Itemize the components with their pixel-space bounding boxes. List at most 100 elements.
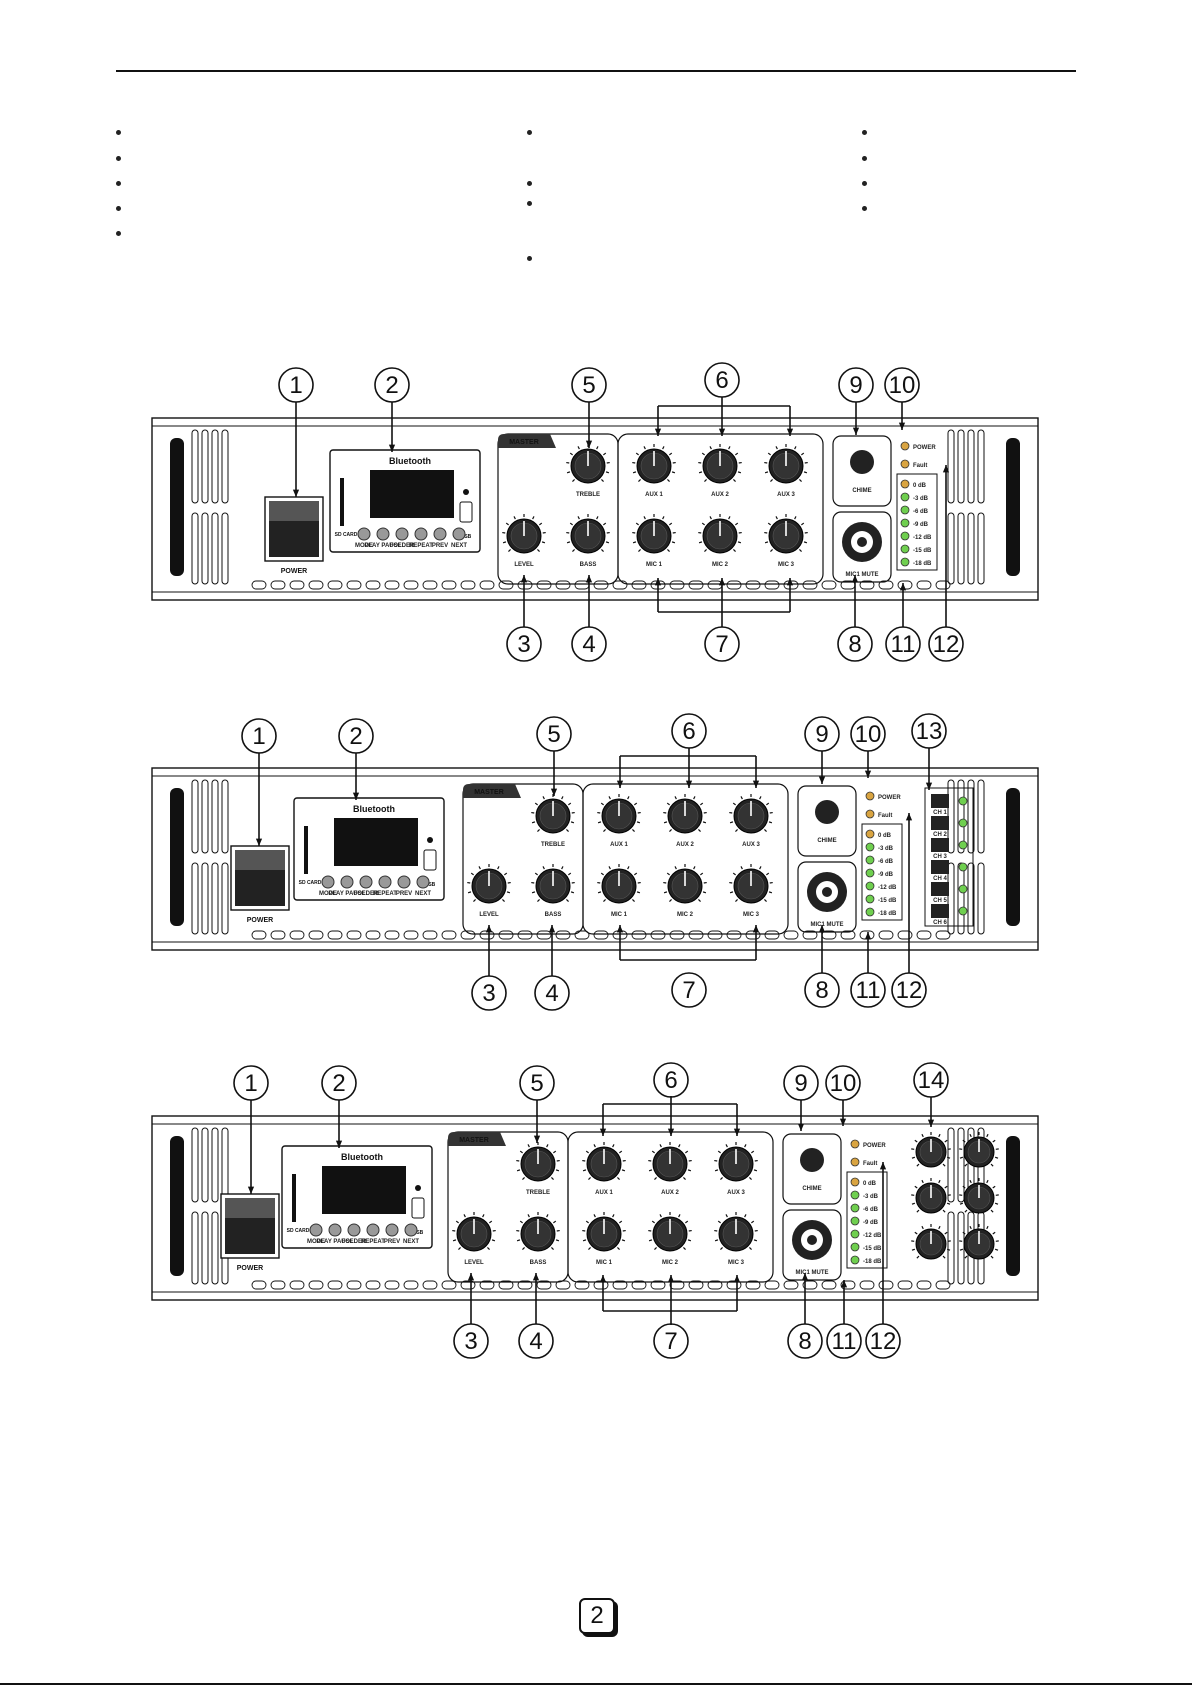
mic-label-3: MIC 3 — [743, 912, 760, 918]
aux-label-2: AUX 2 — [661, 1190, 679, 1196]
meter-led-1 — [865, 829, 875, 839]
svg-text:11: 11 — [832, 1328, 857, 1355]
bullet-4 — [116, 206, 121, 211]
meter-label-7: -18 dB — [863, 1259, 882, 1265]
level-label: LEVEL — [514, 562, 534, 568]
meter-label-6: -15 dB — [863, 1246, 882, 1252]
svg-text:5: 5 — [547, 721, 560, 748]
meter-led-1 — [900, 479, 910, 489]
left-handle — [170, 438, 184, 576]
aux-knob-3 — [729, 794, 773, 834]
bullet-13 — [862, 206, 867, 211]
meter-label-3: -6 dB — [913, 509, 929, 515]
svg-text:4: 4 — [545, 980, 558, 1007]
mic-label-2: MIC 2 — [662, 1260, 679, 1266]
display-screen — [334, 818, 418, 866]
callout-1: 1 — [233, 1065, 269, 1101]
ir-sensor — [427, 837, 433, 843]
transport-button-4 — [378, 875, 392, 889]
transport-label-1: MODE — [307, 1239, 325, 1245]
svg-text:7: 7 — [664, 1328, 677, 1355]
fault-led — [900, 459, 910, 469]
aux-label-1: AUX 1 — [645, 492, 663, 498]
aux-knob-2 — [648, 1142, 692, 1182]
meter-label-2: -3 dB — [913, 496, 929, 502]
zone-knob-6 — [959, 1224, 999, 1260]
transport-button-4 — [414, 527, 428, 541]
mic-knob-3 — [729, 864, 773, 904]
meter-led-6 — [900, 544, 910, 554]
meter-led-2 — [850, 1190, 860, 1200]
ir-sensor — [415, 1185, 421, 1191]
transport-label-2: PLAY PAUSE — [328, 891, 365, 897]
usb-label: USB — [425, 882, 436, 888]
bass-knob — [566, 514, 610, 554]
channel-button-6 — [931, 904, 949, 918]
callout-6: 6 — [704, 362, 740, 398]
level-meter: 0 dB-3 dB-6 dB-9 dB-12 dB-15 dB-18 dB — [861, 823, 903, 921]
channel-led-6 — [958, 906, 968, 916]
mic-knob-2 — [663, 864, 707, 904]
callout-7: 7 — [704, 626, 740, 662]
transport-label-3: FOLDER — [342, 1239, 367, 1245]
callout-11: 11 — [885, 626, 921, 662]
aux-knob-1 — [632, 444, 676, 484]
meter-led-1 — [850, 1177, 860, 1187]
bullet-1 — [116, 130, 121, 135]
transport-label-1: MODE — [355, 543, 373, 549]
mic-knob-2 — [698, 514, 742, 554]
svg-text:12: 12 — [870, 1328, 897, 1355]
meter-led-2 — [900, 492, 910, 502]
fault-led-label: Fault — [913, 463, 927, 469]
transport-button-2 — [376, 527, 390, 541]
chime-label: CHIME — [817, 838, 836, 844]
bluetooth-label: Bluetooth — [341, 1152, 383, 1162]
bullet-8 — [527, 201, 532, 206]
callout-2: 2 — [338, 718, 374, 754]
zone-knob-2 — [959, 1132, 999, 1168]
bluetooth-label: Bluetooth — [353, 804, 395, 814]
callout-4: 4 — [571, 626, 607, 662]
transport-label-6: NEXT — [403, 1239, 419, 1245]
aux-knob-1 — [582, 1142, 626, 1182]
bass-knob — [531, 864, 575, 904]
ir-sensor — [463, 489, 469, 495]
power-led — [850, 1139, 860, 1149]
mic-input-section: MIC1 MUTE — [797, 861, 857, 933]
fault-led-label: Fault — [878, 813, 892, 819]
left-handle — [170, 788, 184, 926]
bottom-slot-row — [251, 930, 951, 940]
mic-knob-2 — [648, 1212, 692, 1252]
callout-11: 11 — [850, 972, 886, 1008]
sd-card-slot — [340, 478, 344, 526]
treble-knob — [531, 794, 575, 834]
bass-label: BASS — [545, 912, 562, 918]
aux-label-1: AUX 1 — [595, 1190, 613, 1196]
meter-label-5: -12 dB — [863, 1233, 882, 1239]
left-vents — [191, 429, 229, 585]
meter-label-7: -18 dB — [878, 911, 897, 917]
power-switch: POWER — [230, 845, 290, 924]
callout-12: 12 — [865, 1323, 901, 1359]
svg-text:9: 9 — [849, 372, 862, 399]
bass-label: BASS — [530, 1260, 547, 1266]
svg-text:6: 6 — [664, 1067, 677, 1094]
callout-1: 1 — [278, 367, 314, 403]
channel-led-4 — [958, 862, 968, 872]
svg-text:4: 4 — [582, 631, 595, 658]
bullet-11 — [862, 156, 867, 161]
callout-10: 10 — [884, 367, 920, 403]
master-label: MASTER — [474, 789, 504, 796]
meter-led-3 — [865, 855, 875, 865]
mic-label-1: MIC 1 — [611, 912, 628, 918]
power-led-label: POWER — [913, 445, 936, 451]
chime-section: CHIME — [782, 1133, 842, 1205]
usb-port — [459, 501, 473, 523]
fault-led-label: Fault — [863, 1161, 877, 1167]
level-meter: 0 dB-3 dB-6 dB-9 dB-12 dB-15 dB-18 dB — [896, 473, 938, 571]
channel-button-4 — [931, 860, 949, 874]
channel-button-1 — [931, 794, 949, 808]
